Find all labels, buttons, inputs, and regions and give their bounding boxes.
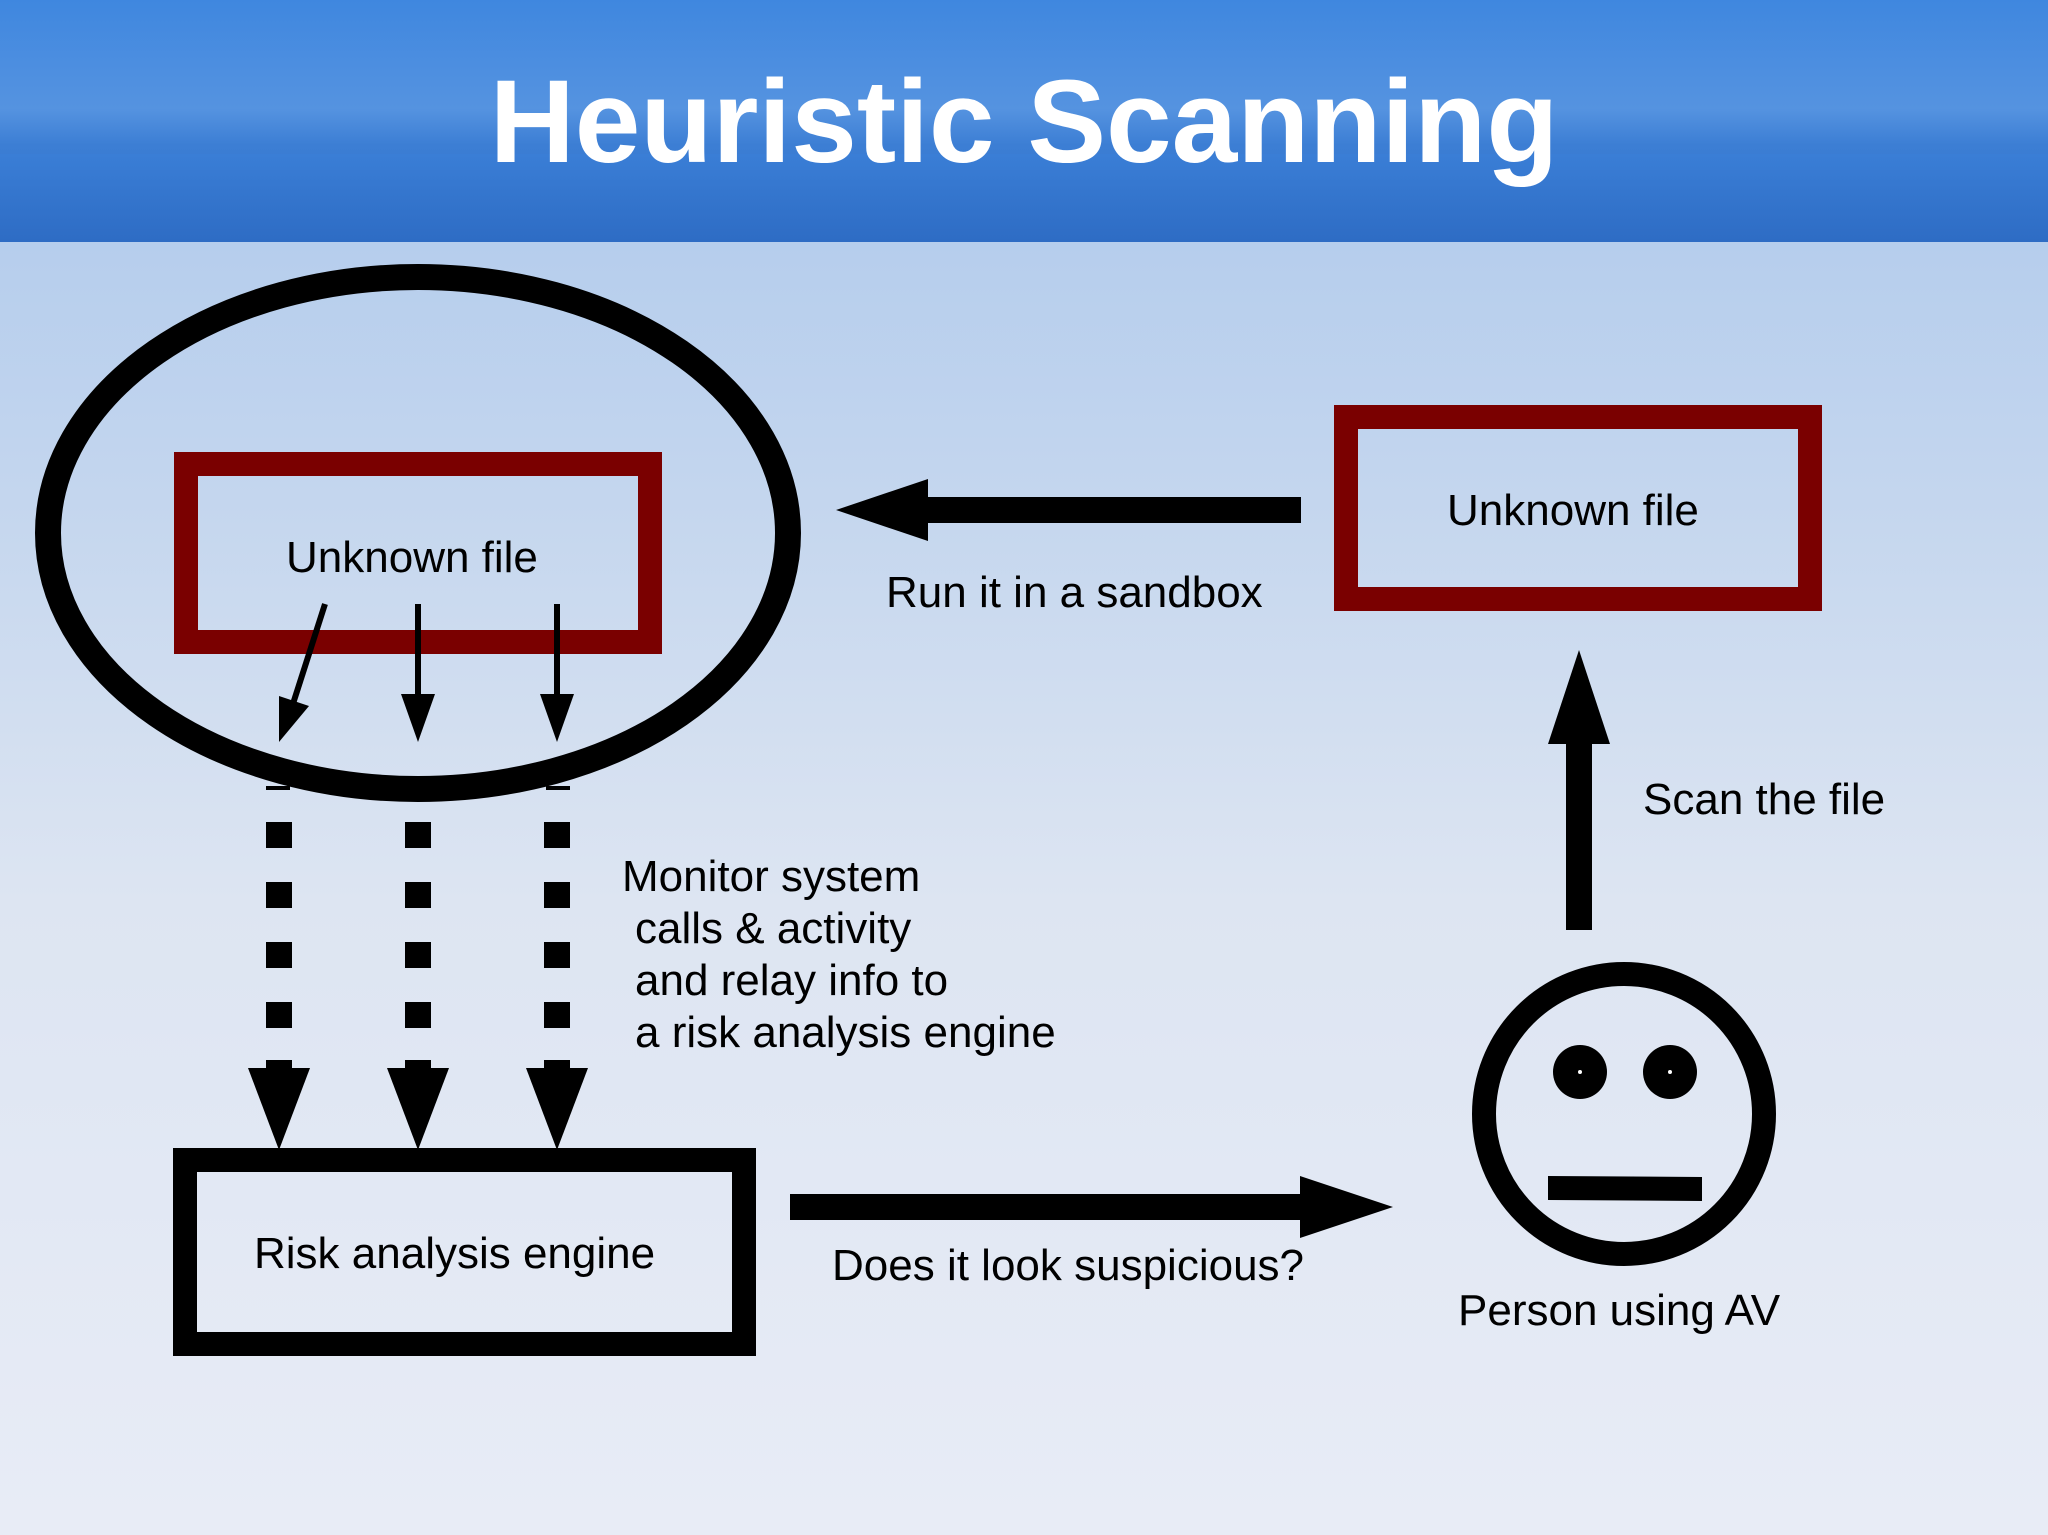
neutral-face-icon xyxy=(1472,962,1776,1266)
relay-arrows xyxy=(248,786,588,1150)
incoming-file-label: Unknown file xyxy=(1447,486,1699,535)
title-bar-band xyxy=(0,154,2048,242)
sandbox-activity-arrows xyxy=(279,603,574,742)
person-label: Person using AV xyxy=(1458,1286,1781,1335)
run-sandbox-arrow xyxy=(836,479,1301,541)
risk-engine-label: Risk analysis engine xyxy=(254,1229,656,1278)
run-sandbox-label: Run it in a sandbox xyxy=(886,568,1263,617)
risk-engine-box xyxy=(173,1148,756,1356)
scan-file-arrow xyxy=(1548,650,1610,930)
sandbox-file-label: Unknown file xyxy=(286,533,538,582)
sandbox-ellipse xyxy=(35,264,801,802)
scan-file-label: Scan the file xyxy=(1643,775,1886,824)
monitor-description: Monitor system calls & activity and rela… xyxy=(622,851,1056,1059)
monitor-line: Monitor system xyxy=(622,852,921,901)
suspicious-arrow xyxy=(790,1176,1393,1238)
incoming-file-box xyxy=(1334,405,1822,611)
monitor-line: and relay info to xyxy=(635,956,949,1005)
suspicious-label: Does it look suspicious? xyxy=(832,1241,1305,1290)
slide-title: Heuristic Scanning xyxy=(489,56,1559,188)
monitor-line: a risk analysis engine xyxy=(635,1008,1056,1057)
title-bar xyxy=(0,0,2048,242)
monitor-line: calls & activity xyxy=(635,904,912,953)
